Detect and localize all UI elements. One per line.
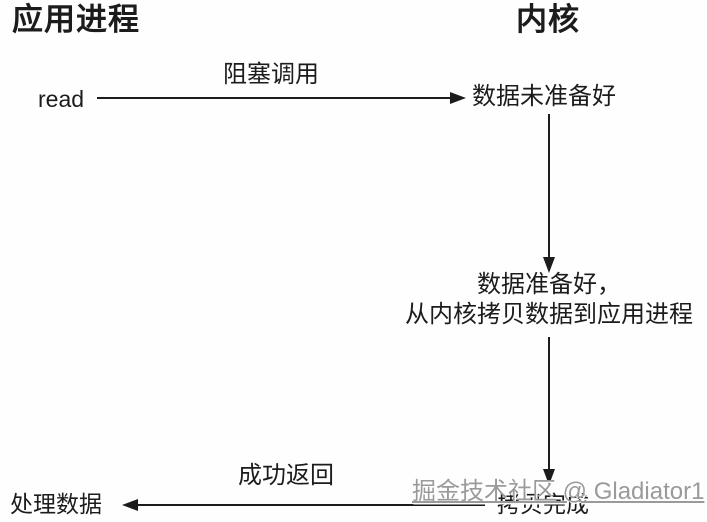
node-data-not-ready: 数据未准备好 <box>472 83 616 110</box>
node-data-ready: 数据准备好， 从内核拷贝数据到应用进程 <box>405 270 693 330</box>
arrow-right-icon <box>450 92 466 104</box>
arrow-down-icon <box>543 257 555 273</box>
arrow-wait-line <box>548 114 550 259</box>
node-data-ready-line1: 数据准备好， <box>477 271 621 298</box>
node-read: read <box>38 86 85 112</box>
arrow-blocking-call-line <box>97 97 450 99</box>
watermark: 掘金技术社区 @ Gladiator1 <box>412 478 705 505</box>
node-copy-done: 拷贝完成 <box>497 491 589 517</box>
column-title-kernel: 内核 <box>516 2 580 37</box>
edge-label-success-return: 成功返回 <box>238 462 334 489</box>
edge-label-blocking-call: 阻塞调用 <box>223 61 319 88</box>
column-title-application-process: 应用进程 <box>12 2 140 37</box>
node-data-ready-line2: 从内核拷贝数据到应用进程 <box>405 301 693 328</box>
arrow-copy-line <box>548 337 550 470</box>
node-process-data: 处理数据 <box>10 491 102 517</box>
arrow-left-icon <box>122 499 138 511</box>
arrow-success-return-line <box>138 504 485 506</box>
arrow-down-icon <box>543 469 555 485</box>
